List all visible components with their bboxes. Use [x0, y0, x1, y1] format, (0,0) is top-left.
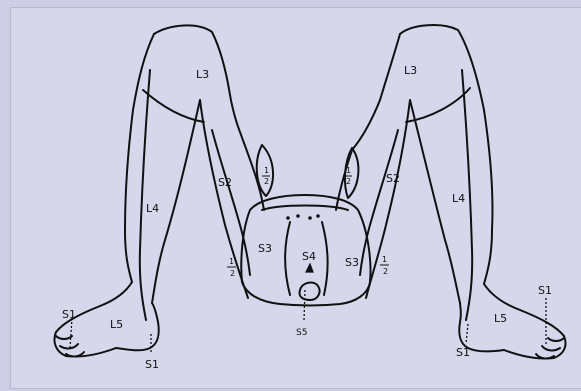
label-s1-left-toe: S1 [62, 308, 76, 321]
label-l3-right: L3 [404, 64, 417, 77]
svg-text:1: 1 [382, 255, 387, 264]
s3-s4-right-line [322, 222, 328, 295]
svg-text:1: 1 [346, 166, 351, 175]
right-s1-heel-pointer [466, 324, 468, 344]
svg-text:2: 2 [264, 177, 269, 186]
left-leg-outer [154, 25, 244, 143]
s3-s4-left-line [285, 222, 290, 295]
svg-text:2: 2 [230, 269, 235, 278]
svg-text:2: 2 [346, 177, 351, 186]
right-leg-thigh-inner [352, 34, 400, 150]
right-l3-l4-line [406, 88, 470, 122]
label-l3-left: L3 [196, 68, 209, 81]
left-l3-l4-line [143, 90, 204, 122]
label-s1-right-heel: S1 [456, 346, 470, 359]
half-right-lower: 1 2 [380, 255, 389, 276]
small-arrow-mark [306, 264, 313, 272]
label-s2-right: S2 [386, 172, 400, 185]
half-left-upper: 1 2 [262, 166, 270, 186]
label-s5: S5 [296, 328, 307, 338]
label-s3-right: S3 [345, 256, 359, 269]
label-s1-right-toe: S1 [538, 284, 552, 297]
left-s1-toe-pointer [70, 318, 72, 348]
left-leg-inner [244, 143, 264, 210]
label-l4-left: L4 [146, 202, 159, 215]
label-l4-right: L4 [452, 192, 465, 205]
label-s2-left: S2 [218, 176, 232, 189]
right-foot-bottom [459, 303, 504, 351]
pelvis-top-curve [262, 206, 348, 211]
left-l4-l5-line [140, 70, 150, 320]
svg-text:2: 2 [383, 267, 388, 276]
svg-text:1: 1 [229, 257, 234, 266]
label-s1-left-heel: S1 [145, 358, 159, 371]
label-l5-right: L5 [494, 312, 507, 325]
perianal-circle [299, 283, 319, 300]
label-s4: S4 [302, 250, 316, 263]
left-shin-inner [152, 100, 200, 303]
label-l5-left: L5 [110, 318, 123, 331]
outline-drawing [54, 25, 565, 358]
label-s3-left: S3 [258, 242, 272, 255]
pelvis-marks [287, 215, 319, 272]
svg-text:1: 1 [264, 166, 269, 175]
half-right-upper: 1 2 [344, 166, 352, 186]
left-s2-curve [212, 130, 250, 275]
